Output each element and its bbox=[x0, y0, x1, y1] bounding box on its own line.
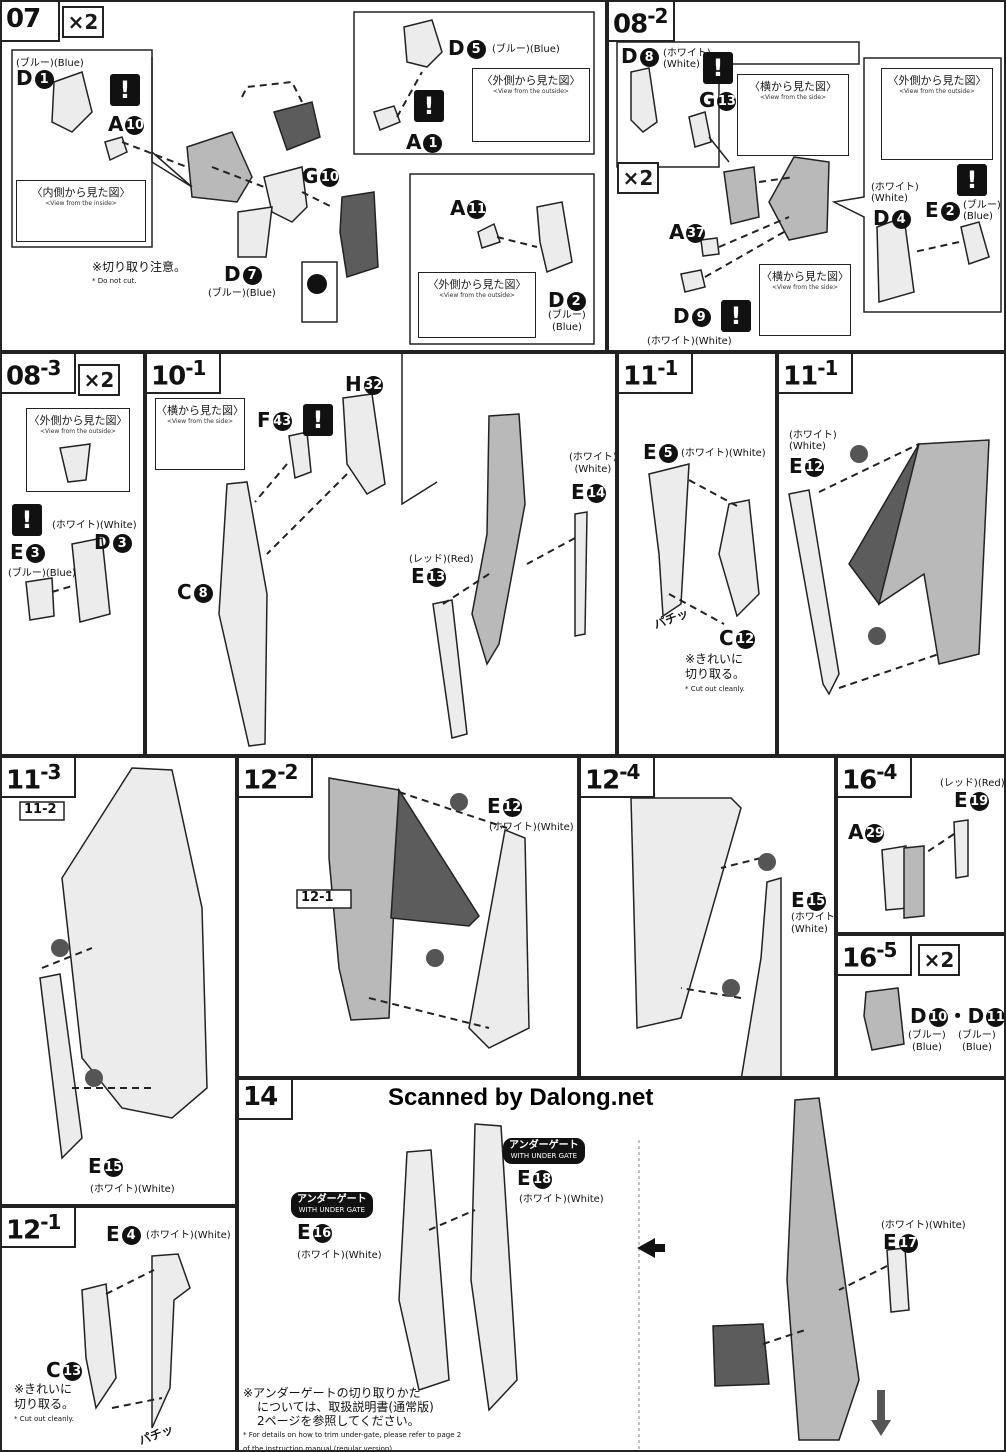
step-08-2-diagram bbox=[616, 41, 1002, 313]
step-10-1-diagram bbox=[218, 354, 588, 747]
warning-icon: ! bbox=[703, 52, 733, 84]
step-16-5-quantity: ×2 bbox=[918, 944, 960, 976]
part-d5-top bbox=[273, 101, 321, 151]
step-08-2-quantity: ×2 bbox=[617, 162, 659, 194]
step-16-5-label: 16-5 bbox=[842, 938, 897, 974]
ref-12-1: 12-1 bbox=[301, 890, 334, 905]
step-14-label: 14 bbox=[243, 1082, 278, 1112]
step-10-1-label: 10-1 bbox=[151, 356, 206, 392]
warning-icon: ! bbox=[721, 300, 751, 332]
step-08-3-diagram bbox=[25, 443, 111, 623]
part-body-07 bbox=[186, 131, 253, 203]
step-14-diagram bbox=[398, 1097, 910, 1450]
step-12-2-label: 12-2 bbox=[243, 760, 298, 796]
step-08-3-panel: 08-3 ×2 〈外側から見た図〉<View from the outside>… bbox=[0, 352, 145, 756]
step-16-4-diagram bbox=[881, 819, 969, 919]
step-12-4-diagram bbox=[630, 797, 782, 1076]
step-07-label: 07 bbox=[6, 4, 41, 34]
step-16-4-label: 16-4 bbox=[842, 760, 897, 796]
cut-cleanly-note: ※きれいに切り取る。* Cut out cleanly. bbox=[685, 652, 746, 693]
step-07-panel: 07 ×2 (ブルー)(Blue bbox=[0, 0, 607, 352]
under-gate-note: ※アンダーゲートの切り取りかた については、取扱説明書(通常版) 2ページを参照… bbox=[243, 1386, 462, 1452]
step-11-1b-diagram bbox=[788, 439, 990, 696]
do-not-cut-note: ※切り取り注意。* Do not cut. bbox=[92, 260, 187, 285]
step-11-1a-label: 11-1 bbox=[623, 356, 678, 392]
warning-icon: ! bbox=[12, 504, 42, 536]
warning-icon: ! bbox=[957, 164, 987, 196]
watermark-text: Scanned by Dalong.net bbox=[388, 1084, 654, 1111]
step-11-1b-label: 11-1 bbox=[783, 356, 838, 392]
step-08-2-label: 08-2 bbox=[613, 4, 668, 40]
step-12-1-label: 12-1 bbox=[6, 1210, 61, 1246]
warning-icon: ! bbox=[303, 404, 333, 436]
step-12-4-label: 12-4 bbox=[585, 760, 640, 796]
step-12-1-diagram bbox=[81, 1253, 191, 1429]
step-07-tab: 07 bbox=[2, 2, 60, 42]
step-11-3-label: 11-3 bbox=[6, 760, 61, 796]
warning-icon: ! bbox=[414, 90, 444, 122]
warning-icon: ! bbox=[110, 74, 140, 106]
step-12-2-diagram bbox=[296, 777, 530, 1049]
step-07-diagram bbox=[11, 11, 595, 345]
step-07-quantity: ×2 bbox=[62, 6, 104, 38]
step-08-3-label: 08-3 bbox=[6, 356, 61, 392]
step-16-5-diagram bbox=[863, 987, 905, 1051]
step-11-3-diagram bbox=[19, 767, 208, 1160]
step-11-1a-diagram bbox=[648, 463, 760, 625]
step-08-3-quantity: ×2 bbox=[78, 364, 120, 396]
ref-11-2: 11-2 bbox=[24, 802, 57, 817]
cut-cleanly-note: ※きれいに切り取る。* Cut out cleanly. bbox=[14, 1382, 75, 1423]
